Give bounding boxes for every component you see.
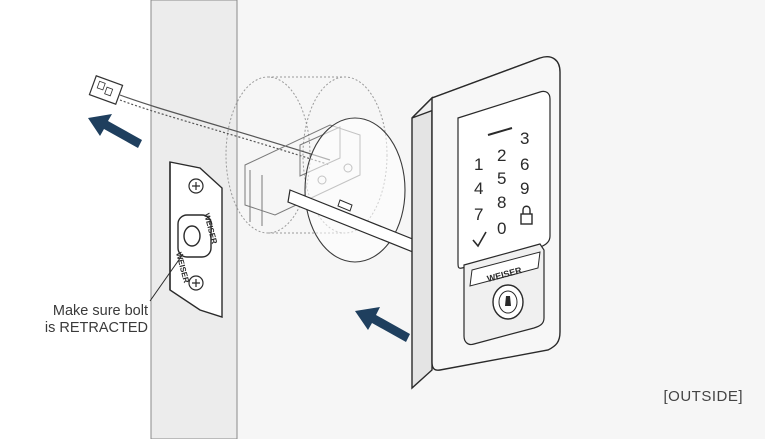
lock-icon — [520, 205, 533, 225]
wire-connector — [88, 75, 331, 166]
key-9: 9 — [520, 179, 529, 198]
bolt-retracted-icon — [183, 225, 201, 247]
status-bar — [487, 127, 513, 136]
callout-line-2: is RETRACTED — [44, 320, 148, 336]
key-4: 4 — [474, 179, 483, 198]
direction-arrow-upper — [88, 114, 142, 148]
key-8: 8 — [497, 193, 506, 212]
key-7: 7 — [474, 205, 483, 224]
latch-plate: WEISER WEISER — [169, 161, 223, 318]
outside-label: [OUTSIDE] — [663, 388, 743, 405]
keypad-keys: 1 2 3 4 5 6 7 8 9 0 — [474, 129, 529, 238]
callout-leader — [149, 253, 184, 302]
key-5: 5 — [497, 169, 506, 188]
bolt-retracted-callout: Make sure bolt is RETRACTED — [12, 303, 148, 337]
key-6: 6 — [520, 155, 529, 174]
key-3: 3 — [520, 129, 529, 148]
key-0: 0 — [497, 219, 506, 238]
direction-arrow-lower — [355, 307, 410, 342]
callout-line-1: Make sure bolt — [52, 303, 148, 319]
key-2: 2 — [497, 146, 506, 165]
key-1: 1 — [474, 155, 483, 174]
keypad-assembly: 1 2 3 4 5 6 7 8 9 0 WEISER — [411, 56, 561, 390]
check-icon — [472, 231, 487, 248]
